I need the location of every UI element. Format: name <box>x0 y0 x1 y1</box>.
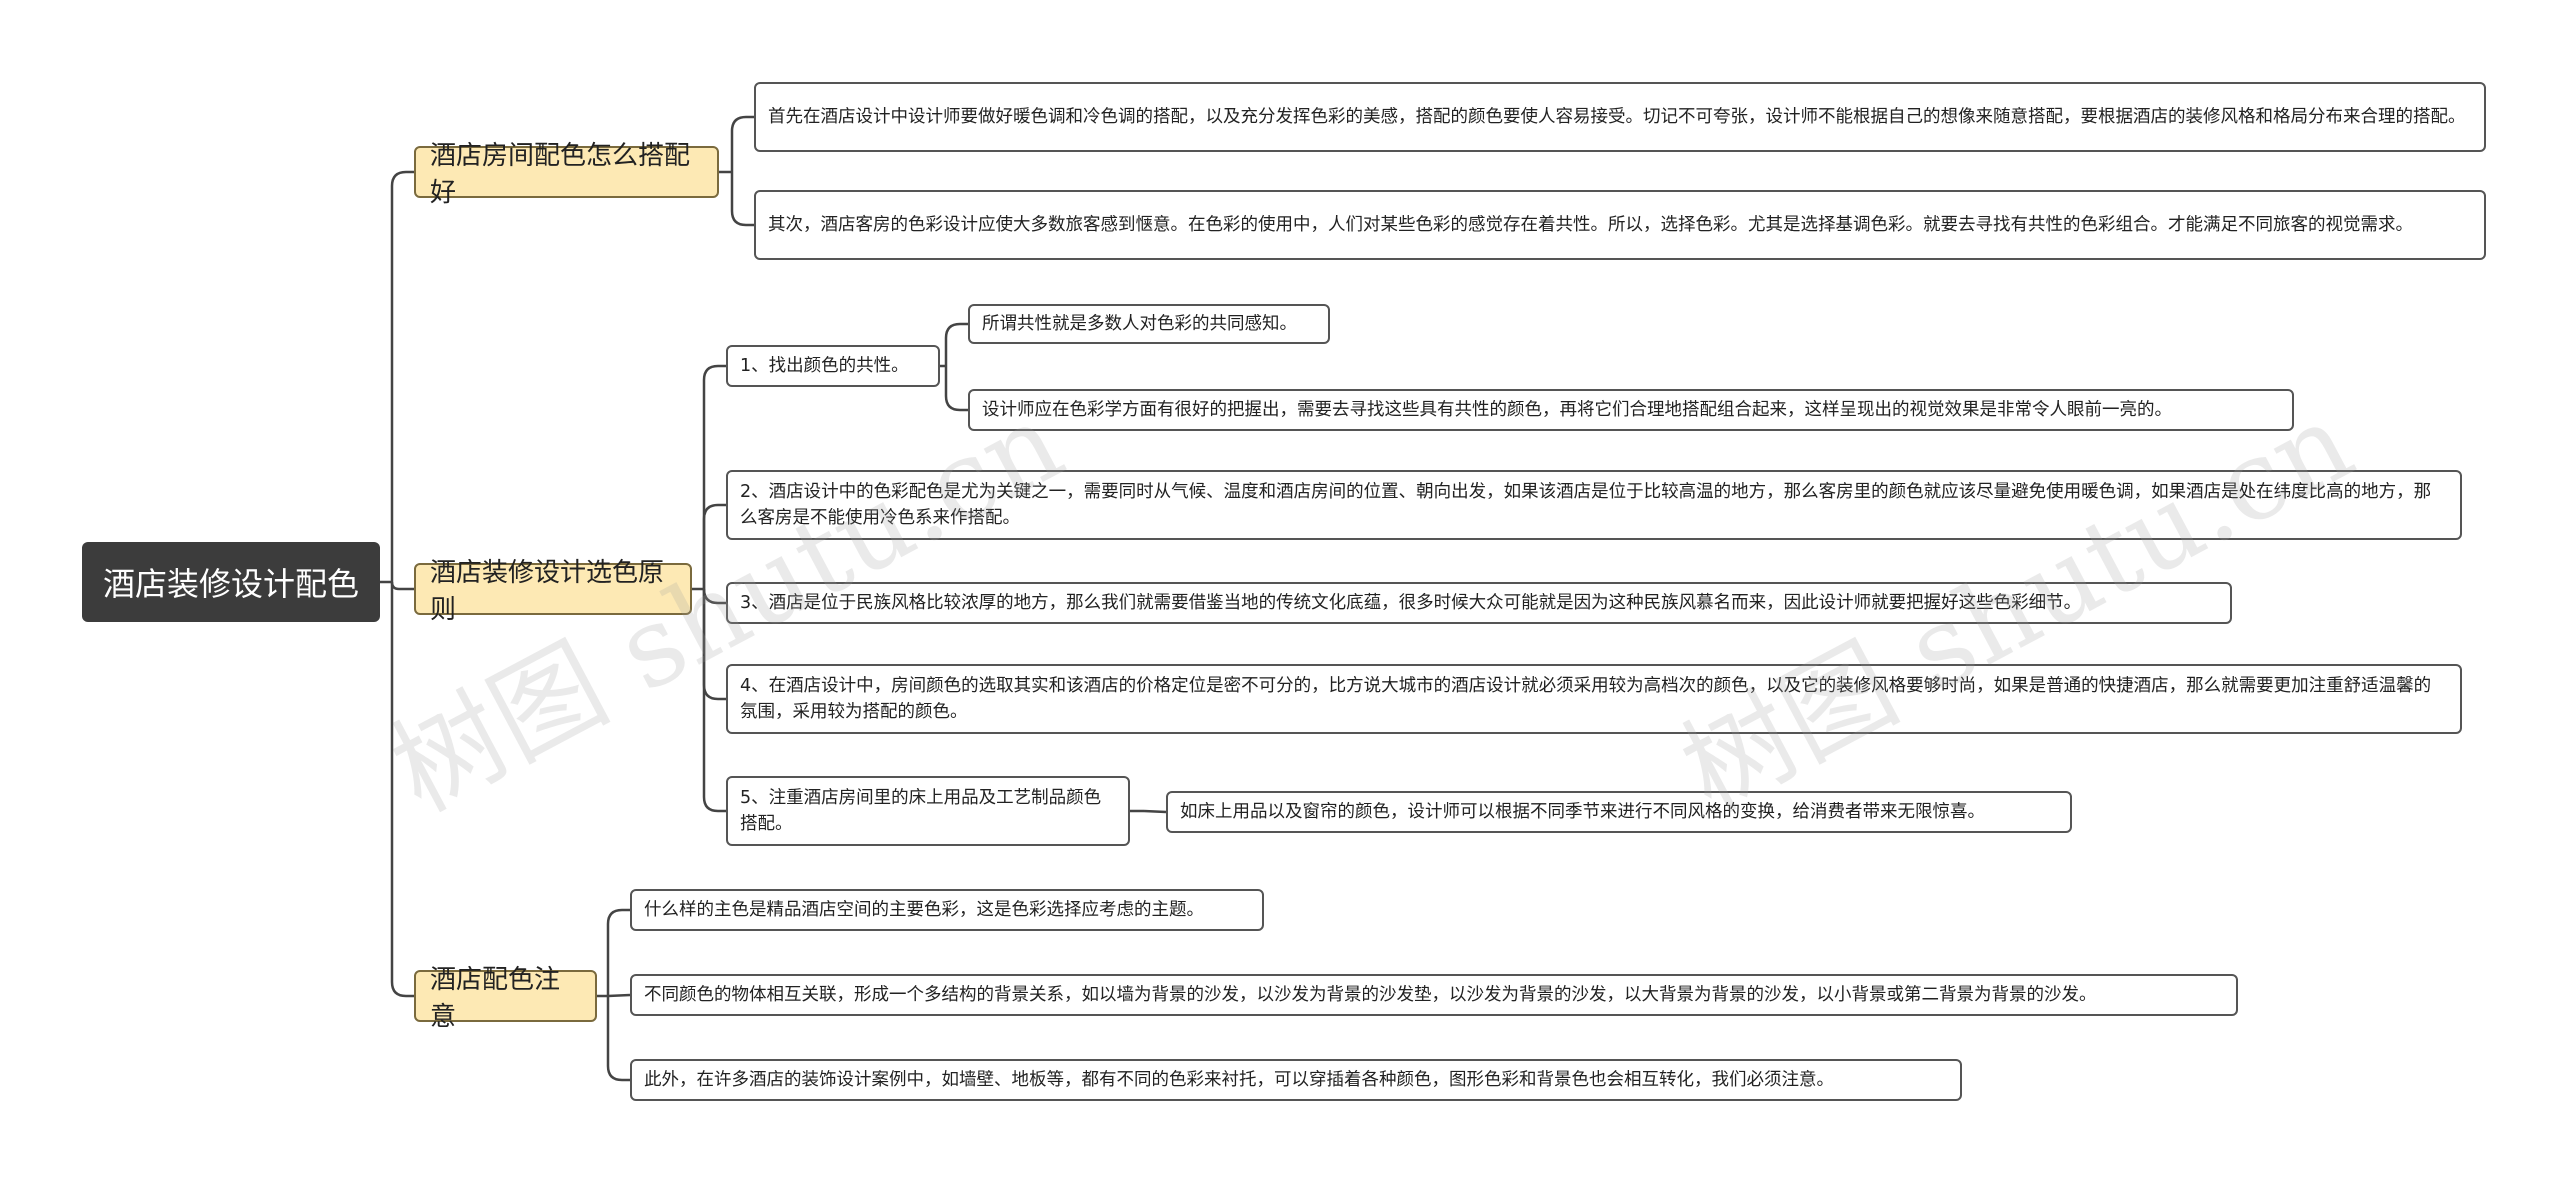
item-price-position[interactable]: 4、在酒店设计中，房间颜色的选取其实和该酒店的价格定位是密不可分的，比方说大城市… <box>726 664 2462 734</box>
leaf-notes-1[interactable]: 什么样的主色是精品酒店空间的主要色彩，这是色彩选择应考虑的主题。 <box>630 889 1264 931</box>
leaf-notes-2[interactable]: 不同颜色的物体相互关联，形成一个多结构的背景关系，如以墙为背景的沙发，以沙发为背… <box>630 974 2238 1016</box>
leaf-text: 不同颜色的物体相互关联，形成一个多结构的背景关系，如以墙为背景的沙发，以沙发为背… <box>644 985 2097 1005</box>
leaf-text: 什么样的主色是精品酒店空间的主要色彩，这是色彩选择应考虑的主题。 <box>644 900 1204 920</box>
item-text: 3、酒店是位于民族风格比较浓厚的地方，那么我们就需要借鉴当地的传统文化底蕴，很多… <box>740 593 2082 613</box>
item-bedding[interactable]: 5、注重酒店房间里的床上用品及工艺制品颜色搭配。 <box>726 776 1130 846</box>
leaf-room-color-1[interactable]: 首先在酒店设计中设计师要做好暖色调和冷色调的搭配，以及充分发挥色彩的美感，搭配的… <box>754 82 2486 152</box>
item-text: 1、找出颜色的共性。 <box>740 356 909 376</box>
item-climate[interactable]: 2、酒店设计中的色彩配色是尤为关键之一，需要同时从气候、温度和酒店房间的位置、朝… <box>726 470 2462 540</box>
root-node[interactable]: 酒店装修设计配色 <box>82 542 380 622</box>
item-find-common[interactable]: 1、找出颜色的共性。 <box>726 345 940 387</box>
branch-label: 酒店房间配色怎么搭配好 <box>430 141 691 208</box>
subleaf-bedding-seasons[interactable]: 如床上用品以及窗帘的颜色，设计师可以根据不同季节来进行不同风格的变换，给消费者带… <box>1166 791 2072 833</box>
subleaf-designer-grasp[interactable]: 设计师应在色彩学方面有很好的把握出，需要去寻找这些具有共性的颜色，再将它们合理地… <box>968 389 2294 431</box>
leaf-text: 设计师应在色彩学方面有很好的把握出，需要去寻找这些具有共性的颜色，再将它们合理地… <box>982 400 2172 420</box>
branch-label: 酒店配色注意 <box>430 965 561 1032</box>
leaf-notes-3[interactable]: 此外，在许多酒店的装饰设计案例中，如墙壁、地板等，都有不同的色彩来衬托，可以穿插… <box>630 1059 1962 1101</box>
leaf-room-color-2[interactable]: 其次，酒店客房的色彩设计应使大多数旅客感到惬意。在色彩的使用中，人们对某些色彩的… <box>754 190 2486 260</box>
branch-color-principles[interactable]: 酒店装修设计选色原则 <box>414 558 692 625</box>
leaf-text: 此外，在许多酒店的装饰设计案例中，如墙壁、地板等，都有不同的色彩来衬托，可以穿插… <box>644 1070 1834 1090</box>
leaf-text: 所谓共性就是多数人对色彩的共同感知。 <box>982 314 1297 334</box>
branch-room-color[interactable]: 酒店房间配色怎么搭配好 <box>414 141 719 208</box>
root-label: 酒店装修设计配色 <box>102 565 359 603</box>
branch-color-notes[interactable]: 酒店配色注意 <box>414 965 597 1032</box>
item-text: 2、酒店设计中的色彩配色是尤为关键之一，需要同时从气候、温度和酒店房间的位置、朝… <box>740 482 2432 528</box>
leaf-text: 其次，酒店客房的色彩设计应使大多数旅客感到惬意。在色彩的使用中，人们对某些色彩的… <box>768 215 2413 235</box>
item-ethnic-style[interactable]: 3、酒店是位于民族风格比较浓厚的地方，那么我们就需要借鉴当地的传统文化底蕴，很多… <box>726 582 2232 624</box>
subleaf-common-meaning[interactable]: 所谓共性就是多数人对色彩的共同感知。 <box>968 304 1330 344</box>
leaf-text: 首先在酒店设计中设计师要做好暖色调和冷色调的搭配，以及充分发挥色彩的美感，搭配的… <box>768 107 2466 127</box>
item-text: 4、在酒店设计中，房间颜色的选取其实和该酒店的价格定位是密不可分的，比方说大城市… <box>740 676 2432 722</box>
leaf-text: 如床上用品以及窗帘的颜色，设计师可以根据不同季节来进行不同风格的变换，给消费者带… <box>1180 802 1985 822</box>
item-text: 5、注重酒店房间里的床上用品及工艺制品颜色搭配。 <box>740 788 1102 834</box>
branch-label: 酒店装修设计选色原则 <box>430 558 665 625</box>
